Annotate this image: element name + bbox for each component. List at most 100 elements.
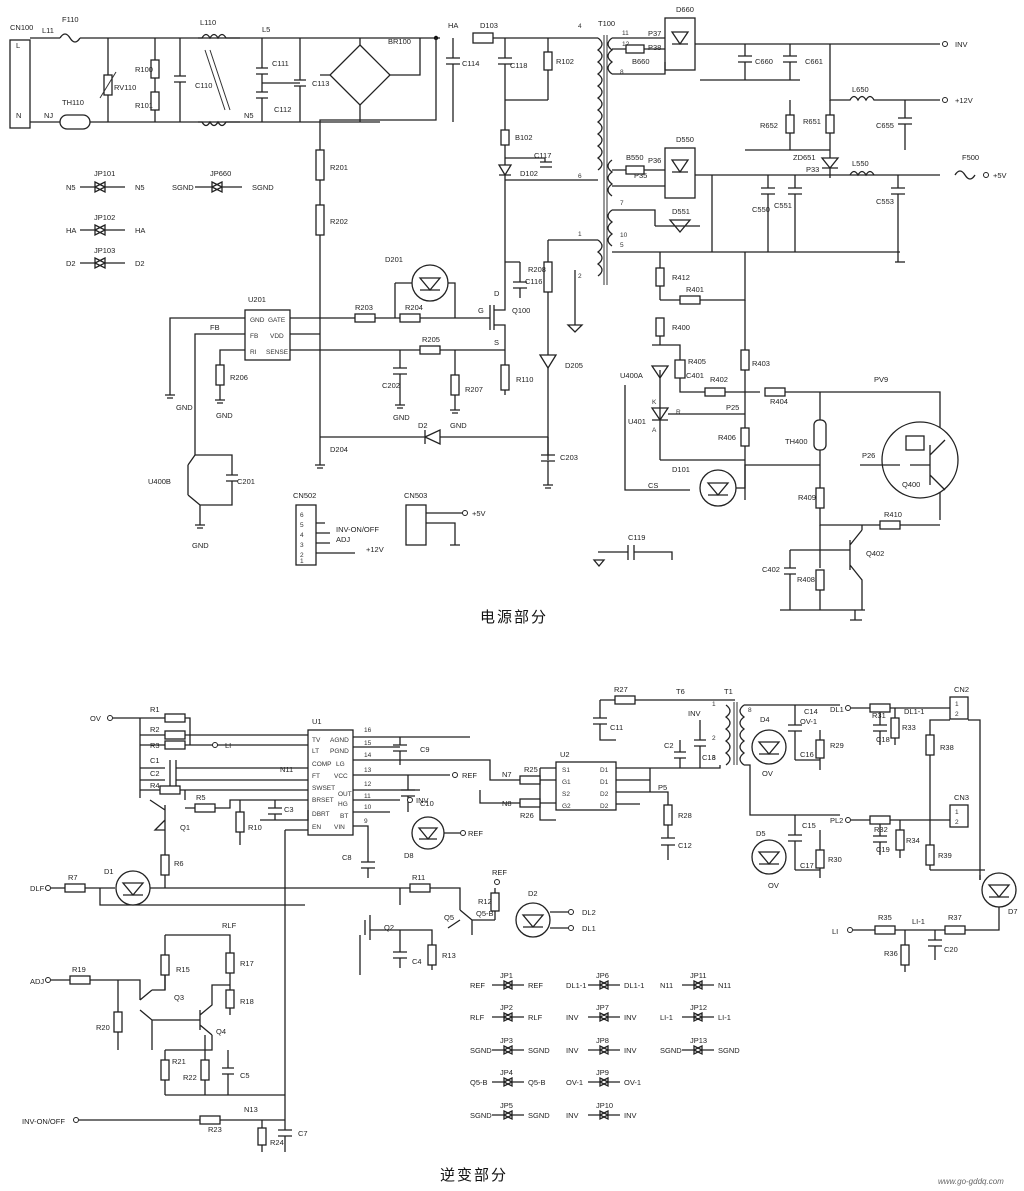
- label-r39: R39: [938, 851, 952, 860]
- cn502-pin4: 4: [300, 532, 304, 539]
- label-b660: B660: [632, 57, 650, 66]
- label-l: L: [16, 41, 20, 50]
- diode-d2-inv: [515, 902, 551, 938]
- label-r206: R206: [230, 373, 248, 382]
- label-r403: R403: [752, 359, 770, 368]
- label-c114: C114: [462, 59, 479, 68]
- label-r3: R3: [150, 741, 160, 750]
- label-r11: R11: [412, 873, 425, 882]
- pin-sense: SENSE: [266, 349, 289, 356]
- label-inv-net: INV: [416, 796, 429, 805]
- resistor-r202: [315, 204, 325, 236]
- jumper-id-label: JP4: [500, 1068, 513, 1077]
- cn2-pin2: 2: [955, 711, 959, 718]
- inverter-section: U1 TV AGND LT PGND COMP LG FT VCC SWSET …: [22, 685, 1018, 1186]
- label-gnd2: GND: [216, 411, 233, 420]
- label-n7: N7: [502, 770, 512, 779]
- cn100-connector: [9, 39, 31, 129]
- resistor-r31: [869, 703, 891, 713]
- label-n13: N13: [244, 1105, 258, 1114]
- resistor-r401: [679, 295, 701, 305]
- resistor-r28: [663, 804, 673, 826]
- pin-r: R: [676, 409, 681, 416]
- label-cn3: CN3: [954, 793, 969, 802]
- label-inv-out: INV: [955, 40, 968, 49]
- pin-10: 10: [620, 232, 628, 239]
- resistor-r29: [815, 739, 825, 759]
- label-t6: T6: [676, 687, 685, 696]
- label-r28: R28: [678, 811, 692, 820]
- pin-pgnd: PGND: [330, 748, 349, 755]
- label-q402: Q402: [866, 549, 884, 558]
- transformer-t1-primary: [724, 704, 731, 766]
- pin-2: 2: [578, 273, 582, 280]
- label-r5: R5: [196, 793, 206, 802]
- bead-b102: [500, 129, 510, 146]
- label-u1: U1: [312, 717, 322, 726]
- jumper-left-label: INV: [566, 1013, 579, 1022]
- label-c111: C111: [272, 59, 289, 68]
- label-jp103: JP103: [94, 246, 115, 255]
- jumper-sgnd-right: SGND: [252, 183, 274, 192]
- jumper-left-label: REF: [470, 981, 485, 990]
- label-u401: U401: [628, 417, 646, 426]
- resistor-r208: [543, 261, 553, 293]
- jumper-symbol: [492, 1011, 524, 1023]
- pin-agnd: AGND: [330, 737, 349, 744]
- label-plus12v: +12V: [955, 96, 973, 105]
- label-p25: P25: [726, 403, 739, 412]
- jumper-id-label: JP5: [500, 1101, 513, 1110]
- label-r10: R10: [248, 823, 262, 832]
- label-jp101: JP101: [94, 169, 115, 178]
- pin-d2a: D2: [600, 791, 609, 798]
- jumper-n5-left: N5: [66, 183, 76, 192]
- jumper-ha-left: HA: [66, 226, 76, 235]
- t1-pin1: 1: [712, 701, 716, 708]
- label-cn100: CN100: [10, 23, 33, 32]
- label-c110: C110: [195, 81, 212, 90]
- label-d101: D101: [672, 465, 690, 474]
- cn502-pin1: 1: [300, 558, 304, 565]
- label-c203: C203: [560, 453, 578, 462]
- label-r652: R652: [760, 121, 778, 130]
- label-r412: R412: [672, 273, 690, 282]
- jumper-legend-power: N5 JP101 N5 SGND JP660 SGND HA JP102 HA …: [66, 169, 274, 270]
- jumper-symbol: [682, 1011, 714, 1023]
- label-r20: R20: [96, 1023, 110, 1032]
- label-r404: R404: [770, 397, 788, 406]
- pin-d1a: D1: [600, 767, 609, 774]
- label-r102: R102: [556, 57, 574, 66]
- label-r204: R204: [405, 303, 423, 312]
- label-r24: R24: [270, 1138, 284, 1147]
- pin-brset: BRSET: [312, 797, 334, 804]
- label-r202: R202: [330, 217, 348, 226]
- label-d660: D660: [676, 5, 694, 14]
- pin-d2b: D2: [600, 803, 609, 810]
- jumper-right-label: SGND: [528, 1046, 550, 1055]
- label-dl1-1: DL1-1: [904, 707, 924, 716]
- pin-g1: G1: [562, 779, 571, 786]
- label-r18: R18: [240, 997, 254, 1006]
- label-rlf: RLF: [222, 921, 237, 930]
- resistor-r204: [399, 313, 421, 323]
- label-adj-inv: ADJ: [30, 977, 44, 986]
- transformer-t100-primary: [596, 37, 603, 171]
- jumper-left-label: SGND: [470, 1111, 492, 1120]
- jumper-right-label: INV: [624, 1046, 637, 1055]
- label-c550: C550: [752, 205, 770, 214]
- label-dl1: DL1: [830, 705, 844, 714]
- label-c9: C9: [420, 745, 430, 754]
- label-ref-net2: REF: [468, 829, 483, 838]
- fuse-f500: [954, 170, 976, 180]
- jumper-right-label: SGND: [718, 1046, 740, 1055]
- label-fb-net: FB: [210, 323, 220, 332]
- label-r30: R30: [828, 855, 842, 864]
- connector-cn2: [949, 696, 969, 720]
- label-d2: D2: [418, 421, 428, 430]
- label-c11: C11: [610, 723, 623, 732]
